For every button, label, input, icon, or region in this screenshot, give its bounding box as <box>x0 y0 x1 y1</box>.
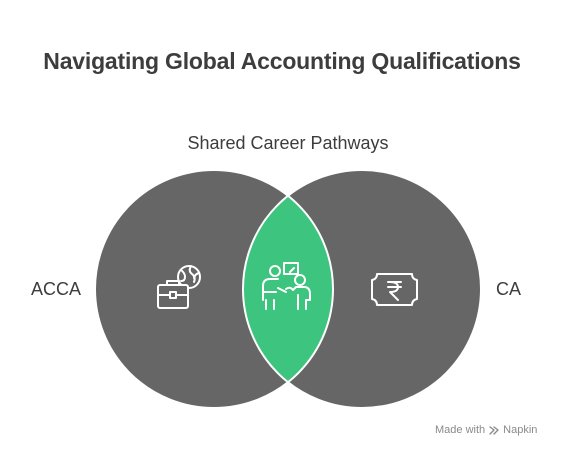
watermark-prefix: Made with <box>435 424 486 436</box>
overlap-region <box>243 170 333 408</box>
acca-label: ACCA <box>31 279 82 299</box>
acca-outline <box>94 169 334 409</box>
rupee-banknote-icon <box>371 273 418 306</box>
watermark-brand: Napkin <box>503 424 538 436</box>
ca-outline <box>242 169 482 409</box>
presentation-people-icon <box>262 262 311 310</box>
overlap-label: Shared Career Pathways <box>187 133 389 153</box>
napkin-watermark[interactable]: Made with Napkin <box>435 424 537 436</box>
briefcase-globe-icon <box>157 265 201 309</box>
ca-label: CA <box>496 279 522 299</box>
diagram-title: Navigating Global Accounting Qualificati… <box>43 48 521 74</box>
napkin-logo-icon <box>489 425 499 435</box>
